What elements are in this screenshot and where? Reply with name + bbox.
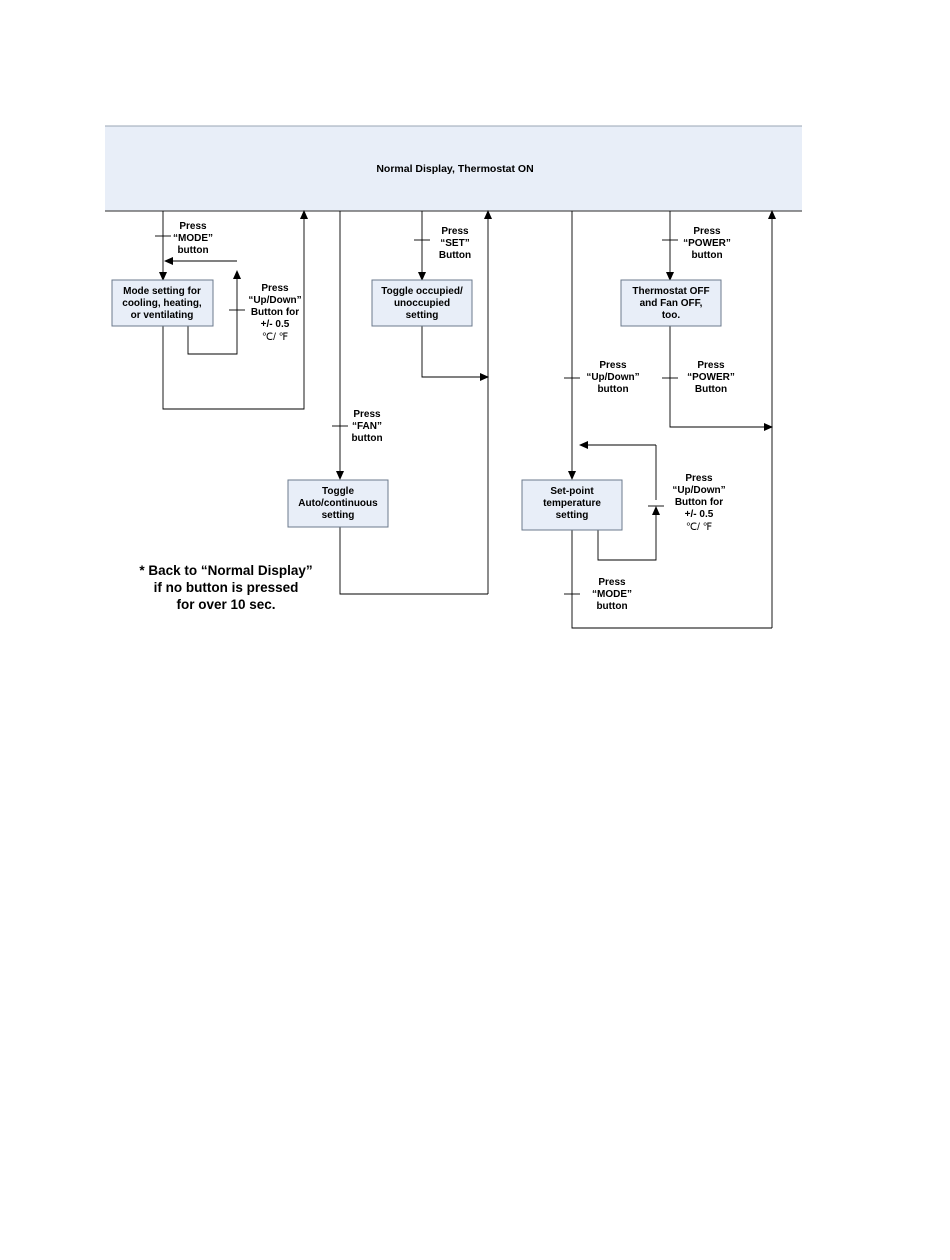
press-updown-setpoint-line-3: Button for <box>675 497 723 508</box>
press-updown-1-line-3: button <box>597 384 628 395</box>
edge-label-press-set: Press “SET” Button <box>439 226 471 261</box>
press-updown-mode-line-4: +/- 0.5 <box>261 319 290 330</box>
press-fan-line-1: Press <box>353 409 381 420</box>
toggle-occupied-line-3: setting <box>406 310 439 321</box>
arrowheads <box>159 210 776 515</box>
press-mode-2-line-2: “MODE” <box>592 589 632 600</box>
timeout-note: * Back to “Normal Display” if no button … <box>139 563 312 612</box>
press-updown-mode-line-3: Button for <box>251 307 299 318</box>
setpoint-line-2: temperature <box>543 498 601 509</box>
thermostat-off-line-2: and Fan OFF, <box>640 298 703 309</box>
edge-label-press-mode-1: Press “MODE” button <box>173 221 213 256</box>
press-updown-mode-line-5: ℃/ ℉ <box>262 332 288 343</box>
edge-label-press-updown-mode: Press “Up/Down” Button for +/- 0.5 ℃/ ℉ <box>248 283 301 343</box>
toggle-occupied-node: Toggle occupied/ unoccupied setting <box>371 279 473 327</box>
press-updown-mode-line-2: “Up/Down” <box>248 295 301 306</box>
header-node: Normal Display, Thermostat ON <box>105 125 802 212</box>
press-power-1-line-2: “POWER” <box>683 238 731 249</box>
connectors <box>155 211 773 629</box>
thermostat-off-node: Thermostat OFF and Fan OFF, too. <box>620 279 722 327</box>
press-set-line-1: Press <box>441 226 469 237</box>
toggle-fan-line-2: Auto/continuous <box>298 498 378 509</box>
press-updown-setpoint-line-5: ℃/ ℉ <box>686 522 712 533</box>
toggle-fan-line-1: Toggle <box>322 486 354 497</box>
press-mode-2-line-3: button <box>596 601 627 612</box>
mode-setting-line-2: cooling, heating, <box>122 298 202 309</box>
press-set-line-2: “SET” <box>440 238 469 249</box>
press-mode-1-line-1: Press <box>179 221 207 232</box>
press-updown-1-line-1: Press <box>599 360 627 371</box>
toggle-occupied-line-2: unoccupied <box>394 298 450 309</box>
toggle-fan-line-3: setting <box>322 510 355 521</box>
press-updown-1-line-2: “Up/Down” <box>586 372 639 383</box>
press-power-1-line-3: button <box>691 250 722 261</box>
press-power-2-line-1: Press <box>697 360 725 371</box>
setpoint-line-1: Set-point <box>550 486 594 497</box>
timeout-note-line-2: if no button is pressed <box>154 580 299 595</box>
press-set-line-3: Button <box>439 250 471 261</box>
press-updown-setpoint-line-1: Press <box>685 473 713 484</box>
mode-setting-node: Mode setting for cooling, heating, or ve… <box>111 279 214 327</box>
header-title: Normal Display, Thermostat ON <box>376 163 533 175</box>
setpoint-node: Set-point temperature setting <box>521 479 623 531</box>
press-updown-setpoint-line-4: +/- 0.5 <box>685 509 714 520</box>
edge-label-press-mode-2: Press “MODE” button <box>592 577 632 612</box>
press-fan-line-3: button <box>351 433 382 444</box>
setpoint-line-3: setting <box>556 510 589 521</box>
mode-setting-line-3: or ventilating <box>131 310 194 321</box>
press-updown-setpoint-line-2: “Up/Down” <box>672 485 725 496</box>
press-mode-2-line-1: Press <box>598 577 626 588</box>
press-mode-1-line-2: “MODE” <box>173 233 213 244</box>
toggle-fan-node: Toggle Auto/continuous setting <box>287 479 389 528</box>
edge-label-press-power-1: Press “POWER” button <box>683 226 731 261</box>
press-updown-mode-line-1: Press <box>261 283 289 294</box>
thermostat-off-line-3: too. <box>662 310 681 321</box>
edge-label-press-fan: Press “FAN” button <box>351 409 382 444</box>
mode-setting-line-1: Mode setting for <box>123 286 201 297</box>
toggle-occupied-line-1: Toggle occupied/ <box>381 286 463 297</box>
edge-label-press-updown-1: Press “Up/Down” button <box>586 360 639 395</box>
edge-label-press-power-2: Press “POWER” Button <box>687 360 735 395</box>
press-power-2-line-3: Button <box>695 384 727 395</box>
timeout-note-line-3: for over 10 sec. <box>176 597 275 612</box>
press-mode-1-line-3: button <box>177 245 208 256</box>
timeout-note-line-1: * Back to “Normal Display” <box>139 563 312 578</box>
press-power-1-line-1: Press <box>693 226 721 237</box>
press-power-2-line-2: “POWER” <box>687 372 735 383</box>
press-fan-line-2: “FAN” <box>352 421 382 432</box>
edge-label-press-updown-setpoint: Press “Up/Down” Button for +/- 0.5 ℃/ ℉ <box>672 473 725 533</box>
thermostat-off-line-1: Thermostat OFF <box>632 286 709 297</box>
